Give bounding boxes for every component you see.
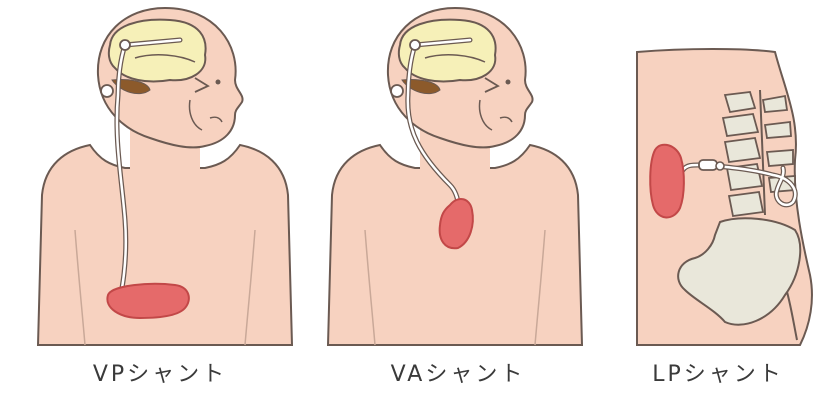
lp-shunt-figure (625, 0, 820, 350)
vp-valve (101, 85, 113, 97)
va-eye-dot (506, 80, 511, 85)
vp-peritoneum (107, 284, 188, 318)
vp-shunt-illustration (30, 0, 300, 350)
lp-shunt-illustration (625, 0, 820, 350)
lp-process-2 (765, 122, 791, 138)
lp-vertebra-2 (723, 114, 758, 136)
va-shunt-figure (320, 0, 590, 350)
va-valve (391, 85, 403, 97)
vp-shunt-label: VPシャント (60, 356, 260, 388)
lp-process-3 (767, 150, 793, 166)
va-valve-top (410, 40, 420, 50)
lp-vertebra-3 (725, 138, 760, 162)
lp-vertebra-1 (725, 92, 755, 112)
lp-valve (699, 160, 717, 170)
vp-valve-top (120, 40, 130, 50)
lp-shunt-label: LPシャント (618, 356, 818, 388)
vp-shunt-figure (30, 0, 300, 350)
va-shunt-label: VAシャント (358, 356, 558, 388)
lp-peritoneum (650, 145, 684, 218)
vp-eye-dot (216, 80, 221, 85)
va-shunt-illustration (320, 0, 590, 350)
lp-valve-joint (716, 162, 724, 170)
lp-vertebra-5 (729, 192, 763, 216)
